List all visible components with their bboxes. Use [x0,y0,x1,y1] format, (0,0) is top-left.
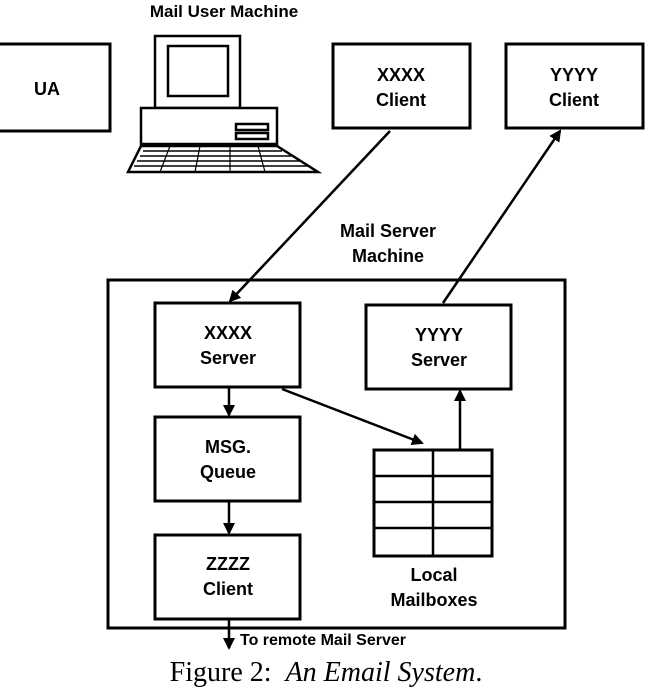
xxxx-server-box: XXXX Server [153,301,302,389]
remote-mail-server-label: To remote Mail Server [240,632,406,649]
arrow-xxxx-client-to-server [228,130,391,303]
caption-suffix: . [475,657,482,688]
yyyy-client-box: YYYY Client [504,42,645,130]
zzzz-client-line2: Client [203,579,253,599]
yyyy-client-line2: Client [549,90,599,110]
xxxx-server-line2: Server [200,348,256,368]
xxxx-client-line2: Client [376,90,426,110]
yyyy-server-line2: Server [411,350,467,370]
ua-box: UA [0,42,112,133]
yyyy-server-line1: YYYY [415,325,463,345]
xxxx-client-line1: XXXX [377,65,425,85]
local-mailboxes-line1: Local [410,565,457,585]
zzzz-client-line1: ZZZZ [206,554,250,574]
caption-prefix: Figure 2: [170,657,286,688]
arrow-yyyy-server-to-client [441,129,562,304]
msg-queue-line1: MSG. [205,437,251,457]
figure-caption: Figure 2: An Email System. [170,657,483,688]
ua-label: UA [34,79,60,99]
msg-queue-box: MSG. Queue [153,415,302,503]
computer-icon [125,34,323,174]
xxxx-server-line1: XXXX [204,323,252,343]
caption-title: An Email System [284,657,476,688]
mail-user-machine-title: Mail User Machine [150,2,298,21]
xxxx-client-box: XXXX Client [331,42,472,130]
arrow-xxxx-server-to-mailboxes [281,387,424,445]
mail-server-container [106,278,567,630]
yyyy-server-box: YYYY Server [364,303,513,391]
msg-queue-line2: Queue [200,462,256,482]
mailboxes-grid [372,448,494,558]
local-mailboxes-line2: Mailboxes [390,590,477,610]
yyyy-client-line1: YYYY [550,65,598,85]
zzzz-client-box: ZZZZ Client [153,533,302,621]
mail-server-machine-line1: Mail Server [340,221,436,241]
mail-server-machine-line2: Machine [352,246,424,266]
